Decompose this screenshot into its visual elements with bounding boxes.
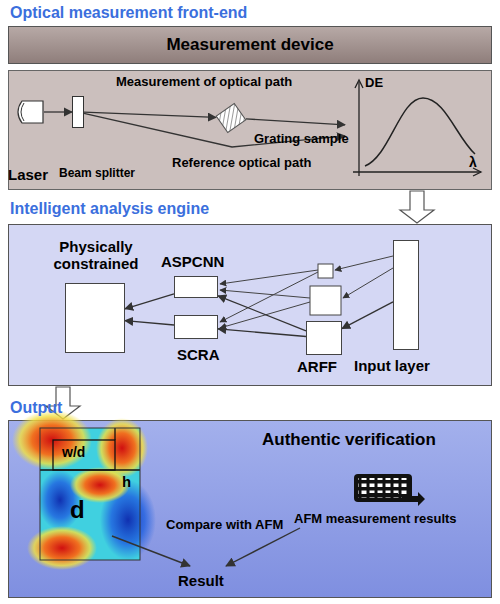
- link-line: [220, 290, 310, 298]
- diagram-node: Laser: [14, 100, 44, 124]
- node-shape: [345, 76, 485, 182]
- node-text: DE: [365, 76, 383, 91]
- label-text: h: [122, 473, 131, 490]
- node-text: Beam splitter: [59, 167, 135, 181]
- feature-box: [310, 286, 341, 315]
- diagram-node: ARFF: [306, 321, 342, 355]
- link-line: [220, 272, 318, 322]
- link-line: [220, 270, 318, 284]
- connector: [125, 294, 174, 309]
- connector: [218, 329, 306, 337]
- connector: [218, 296, 306, 331]
- node-text: Input layer: [354, 357, 430, 374]
- connector: [125, 321, 174, 325]
- link-line: [343, 268, 393, 298]
- diagram-node: DE λ: [345, 76, 485, 182]
- node-text: SCRA: [177, 346, 220, 363]
- diagram-node: Physically constrained: [65, 283, 125, 353]
- node-shape: [352, 468, 426, 508]
- compare-line: [226, 528, 300, 566]
- label-text: Output: [10, 399, 62, 417]
- connector: [342, 302, 393, 329]
- diagram-node: ASPCNN: [174, 276, 218, 298]
- label-text: d: [70, 496, 85, 524]
- label-text: Result: [178, 572, 224, 589]
- label-text: Optical measurement front-end: [10, 4, 247, 22]
- node-shape: [14, 100, 44, 124]
- label-text: Compare with AFM: [166, 518, 283, 533]
- diagram-node: Grating sample: [216, 100, 246, 136]
- heatmap: [12, 410, 156, 570]
- diagram-node: Beam splitter: [72, 96, 84, 128]
- label-text: Measurement of optical path: [116, 75, 292, 90]
- label-text: Intelligent analysis engine: [10, 200, 209, 218]
- label-text: w/d: [62, 444, 85, 460]
- diagram-node: Measurement device: [8, 26, 492, 64]
- node-text: ASPCNN: [161, 253, 224, 270]
- diagram-node: AFM measurement results: [352, 468, 426, 508]
- node-text: Measurement device: [8, 26, 492, 64]
- compare-line: [112, 536, 190, 566]
- diagram-node: Input layer: [393, 240, 419, 350]
- label-text: Authentic verification: [262, 430, 436, 450]
- link-line: [335, 256, 393, 270]
- feature-box: [318, 264, 333, 278]
- flow-arrow: [400, 191, 434, 223]
- node-text: λ: [469, 154, 477, 170]
- node-text: AFM measurement results: [294, 512, 457, 527]
- node-text: Laser: [8, 166, 48, 183]
- connector: [44, 111, 72, 112]
- node-shape: [216, 100, 246, 136]
- connector: [84, 112, 216, 117]
- node-text: ARFF: [297, 358, 337, 375]
- node-text: Physically constrained: [36, 238, 156, 273]
- node-text: Grating sample: [254, 132, 349, 147]
- connector: [246, 119, 345, 125]
- label-text: Reference optical path: [172, 156, 311, 171]
- diagram-node: SCRA: [174, 315, 218, 339]
